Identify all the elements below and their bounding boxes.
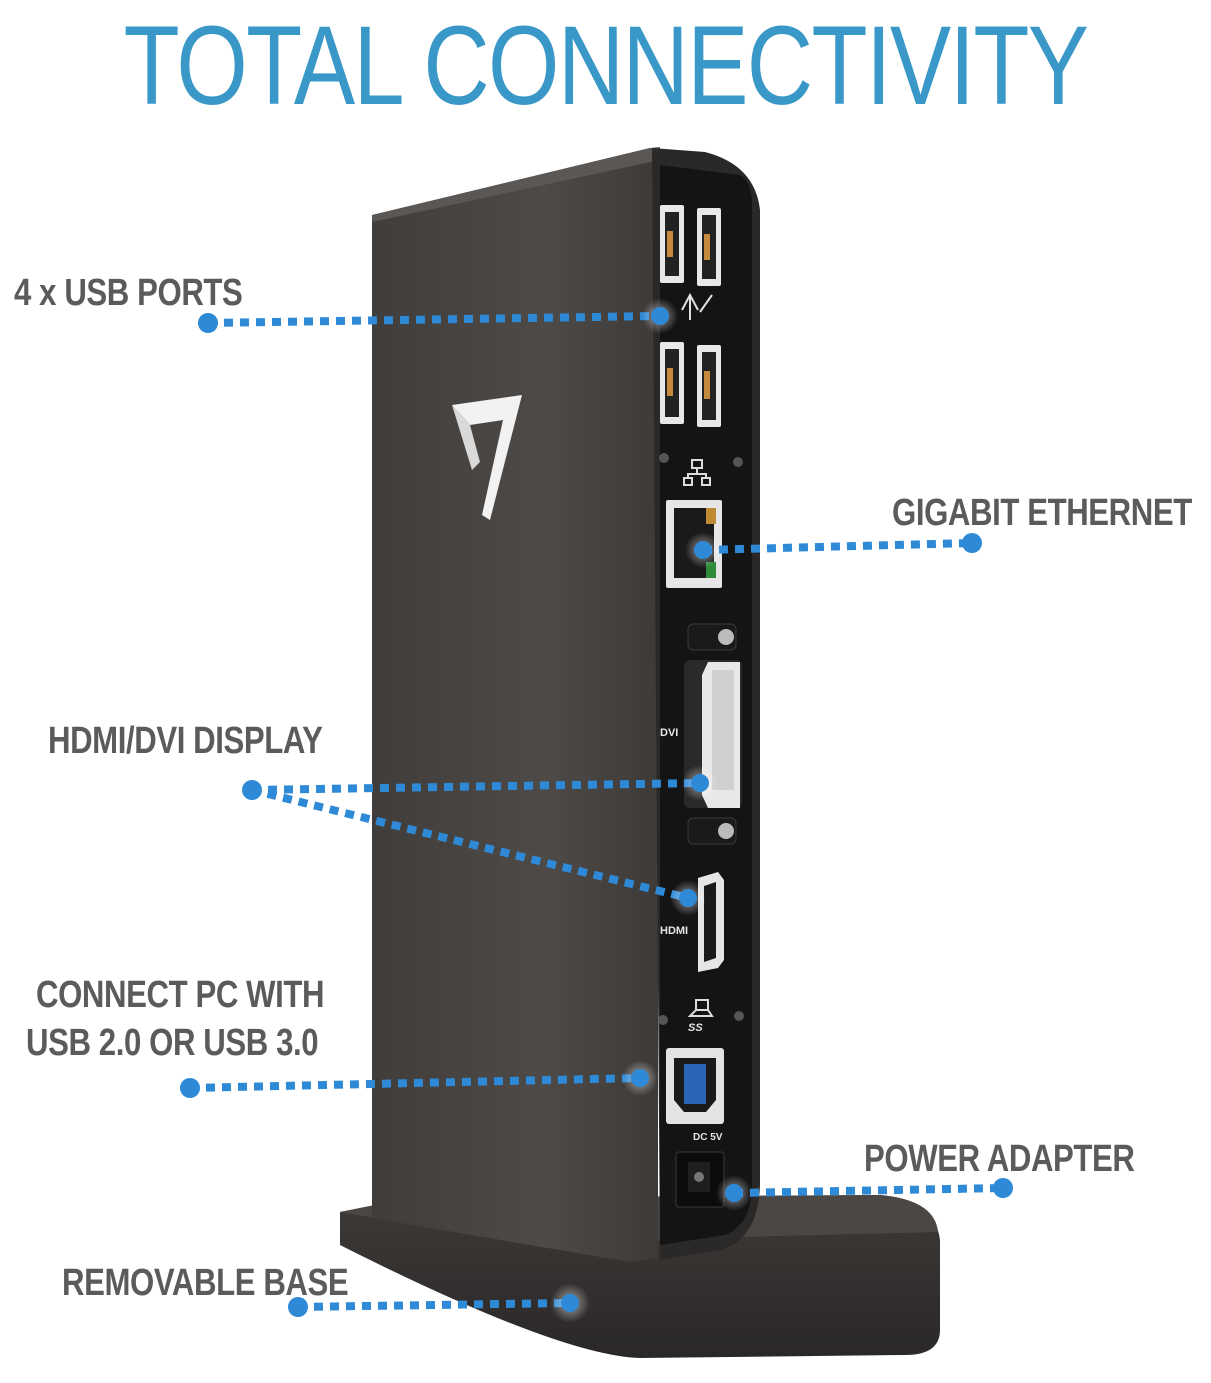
leader-ethernet [702,539,973,554]
laptop-icon [687,999,714,1017]
dc-label: DC 5V [693,1132,723,1143]
callout-text: REMOVABLE BASE [62,1262,349,1304]
v7-logo-icon [452,395,522,520]
hdmi-label: HDMI [660,925,689,937]
callout-gigabit-ethernet: GIGABIT ETHERNET [892,490,1192,536]
leader-endpoints [180,313,1013,1317]
leader-connect-pc [189,1074,641,1092]
callout-removable-base: REMOVABLE BASE [62,1260,349,1306]
callout-connect-pc: CONNECT PC WITH [36,972,325,1018]
leader-usb [207,312,661,327]
leader-lines [189,312,1004,1311]
network-icon [683,459,711,486]
dc-power-jack [675,1151,725,1208]
usb3-label: SS [688,1022,703,1034]
callout-hdmi-dvi-display: HDMI/DVI DISPLAY [48,718,323,764]
callout-power-adapter: POWER ADAPTER [864,1136,1135,1182]
dvi-label: DVI [660,727,679,739]
callout-text: CONNECT PC WITH [36,974,325,1016]
callout-usb-ports: 4 x USB PORTS [14,270,243,316]
port-markers [550,298,752,1323]
leader-hdmi-dvi-1 [251,779,701,794]
leader-hdmi-dvi-2 [251,786,689,902]
usb-symbol-icon [681,292,713,320]
callout-text: USB 2.0 OR USB 3.0 [26,1022,319,1064]
usb-port-group-top [660,205,721,286]
page-title: TOTAL CONNECTIVITY [123,2,1089,128]
callout-text: 4 x USB PORTS [14,272,243,314]
callout-connect-pc-line-2: USB 2.0 OR USB 3.0 [26,1020,319,1066]
usb-port-group-bottom [660,342,721,427]
callout-text: HDMI/DVI DISPLAY [48,720,323,762]
callout-text: GIGABIT ETHERNET [892,492,1192,534]
leader-base [297,1299,571,1311]
leader-power [733,1184,1004,1197]
usb3-port [666,1048,724,1124]
callout-text: POWER ADAPTER [864,1138,1135,1180]
